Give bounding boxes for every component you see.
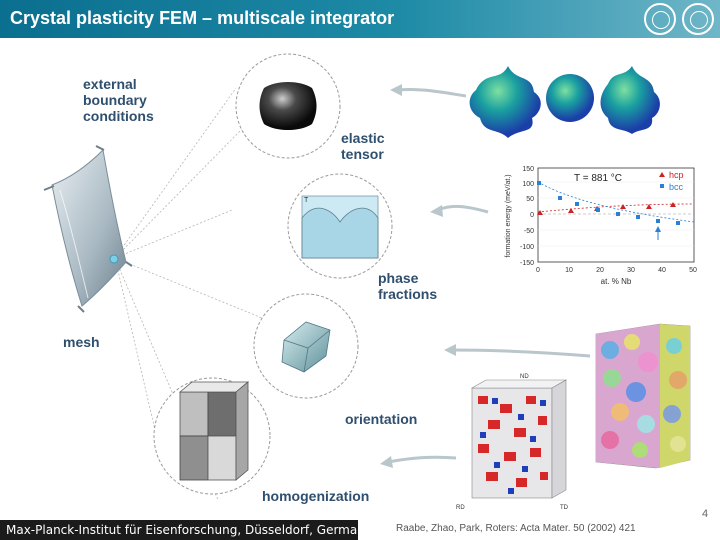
input-arrows <box>380 84 591 468</box>
axis-nd: ND <box>520 374 529 380</box>
svg-text:T: T <box>304 197 309 204</box>
legend-bcc-marker <box>660 184 664 188</box>
xtick: 30 <box>627 267 635 274</box>
footer-citation: Raabe, Zhao, Park, Roters: Acta Mater. 5… <box>396 523 636 534</box>
title-bar: Crystal plasticity FEM – multiscale inte… <box>0 0 720 38</box>
orientation-circle <box>253 293 359 399</box>
ytick: -50 <box>524 228 534 235</box>
legend-hcp-label: hcp <box>669 170 684 180</box>
ytick: -150 <box>520 260 534 267</box>
label-homogenization: homogenization <box>262 488 370 504</box>
legend-hcp-marker <box>659 172 665 177</box>
axis-rd: RD <box>456 505 465 511</box>
plot-xlabel: at. % Nb <box>601 277 632 286</box>
plot-ylabel: formation energy (meV/at.) <box>505 174 512 257</box>
label-phase-fractions: phase fractions <box>378 270 438 302</box>
homogenization-circle <box>153 377 271 495</box>
ytick: -100 <box>520 244 534 251</box>
grain-model-block: ND RD TD <box>456 374 569 511</box>
mesh-element <box>43 145 133 313</box>
ytick: 100 <box>522 181 534 188</box>
energy-plot: T = 881 °C hcp bcc 150 100 50 0 -50 -100… <box>505 166 697 286</box>
xtick: 0 <box>536 267 540 274</box>
elastic-surfaces <box>469 66 660 138</box>
label-mesh: mesh <box>63 334 100 350</box>
microstructure-block <box>595 323 691 469</box>
institute-seal-icon <box>644 3 676 35</box>
elastic-circle <box>235 53 341 159</box>
ytick: 0 <box>530 212 534 219</box>
slide-title: Crystal plasticity FEM – multiscale inte… <box>10 8 395 28</box>
xtick: 20 <box>596 267 604 274</box>
ytick: 150 <box>522 166 534 173</box>
xtick: 10 <box>565 267 573 274</box>
xtick: 40 <box>658 267 666 274</box>
footer-institute: Max-Planck-Institut für Eisenforschung, … <box>6 523 372 537</box>
label-orientation: orientation <box>345 411 418 427</box>
axis-td: TD <box>560 505 569 511</box>
legend-bcc-label: bcc <box>669 182 684 192</box>
xtick: 50 <box>689 267 697 274</box>
ytick: 50 <box>526 196 534 203</box>
label-external-boundary-conditions: external boundary conditions <box>83 76 154 124</box>
phase-circle: T <box>287 173 393 279</box>
integration-point <box>109 254 119 264</box>
fan-lines <box>114 59 311 501</box>
institute-logo-icon <box>682 3 714 35</box>
plot-annotation: T = 881 °C <box>574 173 622 184</box>
label-elastic-tensor: elastic tensor <box>341 130 385 162</box>
page-number: 4 <box>702 508 709 520</box>
footer-bar: Max-Planck-Institut für Eisenforschung, … <box>0 520 372 540</box>
elastic-surface-dark <box>259 82 317 130</box>
